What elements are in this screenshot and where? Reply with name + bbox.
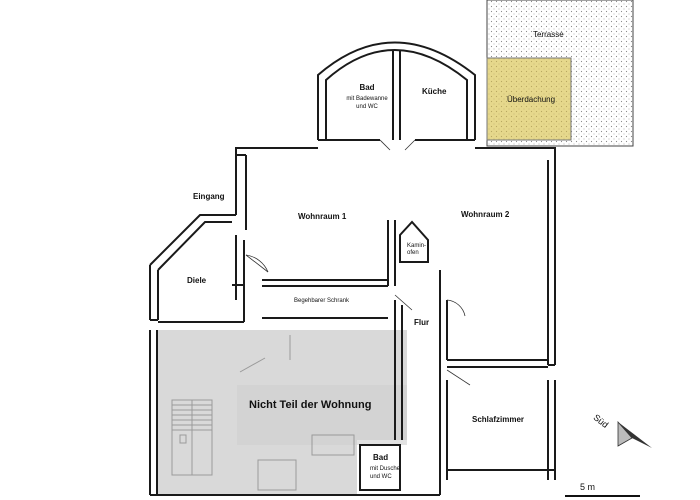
compass-icon bbox=[617, 420, 652, 448]
staircase bbox=[171, 335, 355, 491]
wohnraum-2-label: Wohnraum 2 bbox=[461, 210, 510, 219]
schlafzimmer-label: Schlafzimmer bbox=[472, 415, 525, 424]
bad-oben-note-2: und WC bbox=[356, 104, 378, 110]
bad-oben-label: Bad bbox=[359, 83, 375, 92]
scale-label: 5 m bbox=[580, 482, 596, 492]
flur-label: Flur bbox=[414, 318, 430, 327]
door-swings bbox=[245, 139, 471, 386]
bad-unten-note-1: mit Dusche bbox=[370, 466, 401, 472]
schrank-label: Begehbarer Schrank bbox=[294, 298, 350, 304]
ueberdachung-label: Überdachung bbox=[507, 95, 556, 104]
kueche-label: Küche bbox=[422, 87, 447, 96]
wohnraum-1-label: Wohnraum 1 bbox=[298, 212, 347, 221]
terrasse-label: Terrasse bbox=[533, 30, 564, 39]
walls bbox=[149, 41, 556, 496]
excluded-area bbox=[157, 330, 407, 495]
eingang-label: Eingang bbox=[193, 192, 225, 201]
diele-label: Diele bbox=[187, 276, 207, 285]
bad-unten-label: Bad bbox=[373, 453, 389, 462]
bad-oben-note-1: mit Badewanne bbox=[346, 96, 388, 102]
canopy-area bbox=[486, 57, 572, 141]
kamin-label-1: Kamin- bbox=[407, 243, 427, 249]
bad-unten-note-2: und WC bbox=[370, 474, 392, 480]
kamin-label-2: ofen bbox=[407, 250, 419, 256]
nicht-teil-label: Nicht Teil der Wohnung bbox=[249, 399, 372, 411]
